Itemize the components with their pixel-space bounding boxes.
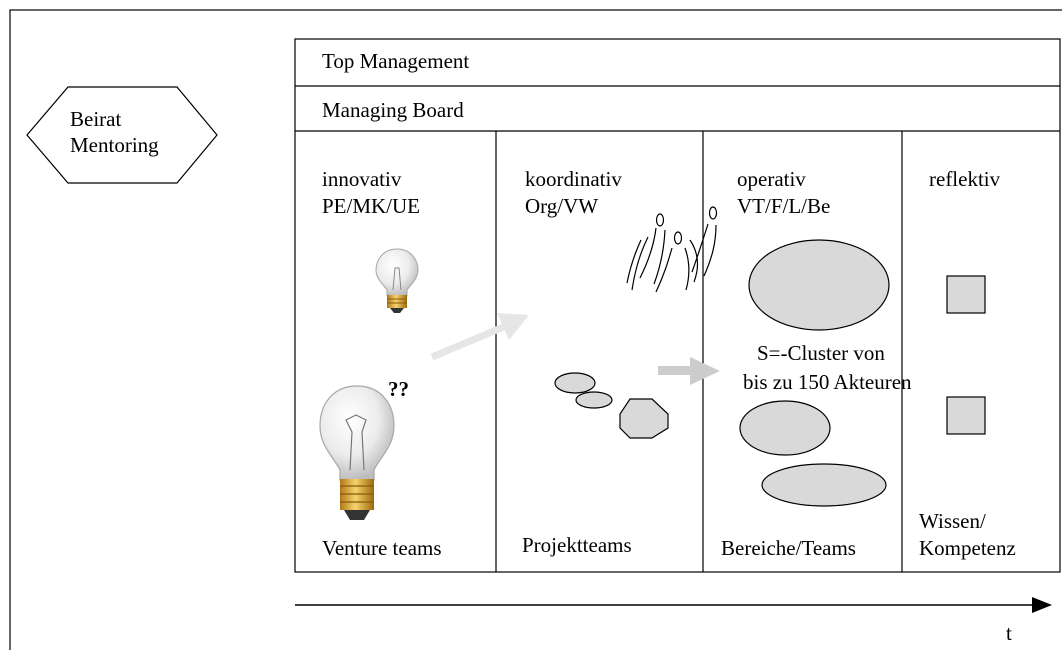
knowledge-square-2 [946,396,986,435]
small-ellipse-2 [575,391,613,409]
column-operativ-title: operativ [737,167,806,191]
column-reflektiv-footer-line2: Kompetenz [919,536,1016,560]
transition-arrow-1-icon [430,313,529,361]
time-axis-label: t [1006,621,1012,645]
transition-arrow-2-icon [658,357,720,385]
column-innovativ-footer: Venture teams [322,536,442,560]
row-managing-board: Managing Board [322,98,464,122]
cluster-ellipse-wide [761,463,887,507]
cluster-note-line2: bis zu 150 Akteuren [743,370,912,394]
mentoring-label-line1: Beirat [70,107,122,131]
column-koordinativ-footer: Projektteams [522,533,632,557]
knowledge-square-1 [946,275,986,314]
column-reflektiv-title: reflektiv [929,167,1001,191]
column-reflektiv-footer-line1: Wissen/ [919,509,986,533]
row-top-management: Top Management [322,49,470,73]
mentoring-label-line2: Mentoring [70,133,159,157]
small-lightbulb-icon [375,248,419,313]
time-axis [295,597,1052,613]
column-innovativ-title: innovativ [322,167,402,191]
small-ellipse-1 [554,372,596,394]
cluster-ellipse-medium [739,400,831,456]
column-koordinativ-title: koordinativ [525,167,622,191]
people-sketch-icon [626,206,718,293]
column-operativ-subtitle: VT/F/L/Be [737,194,831,218]
mentoring-hexagon [26,86,218,184]
column-koordinativ-subtitle: Org/VW [525,194,599,218]
question-marks: ?? [388,377,409,401]
outer-frame [9,9,1062,650]
column-operativ-footer: Bereiche/Teams [721,536,856,560]
large-lightbulb-icon [319,385,395,520]
octagon-shape [619,398,669,439]
org-box [294,38,1061,573]
cluster-ellipse-large [748,239,890,331]
cluster-note-line1: S=-Cluster von [757,341,885,365]
column-innovativ-subtitle: PE/MK/UE [322,194,421,218]
